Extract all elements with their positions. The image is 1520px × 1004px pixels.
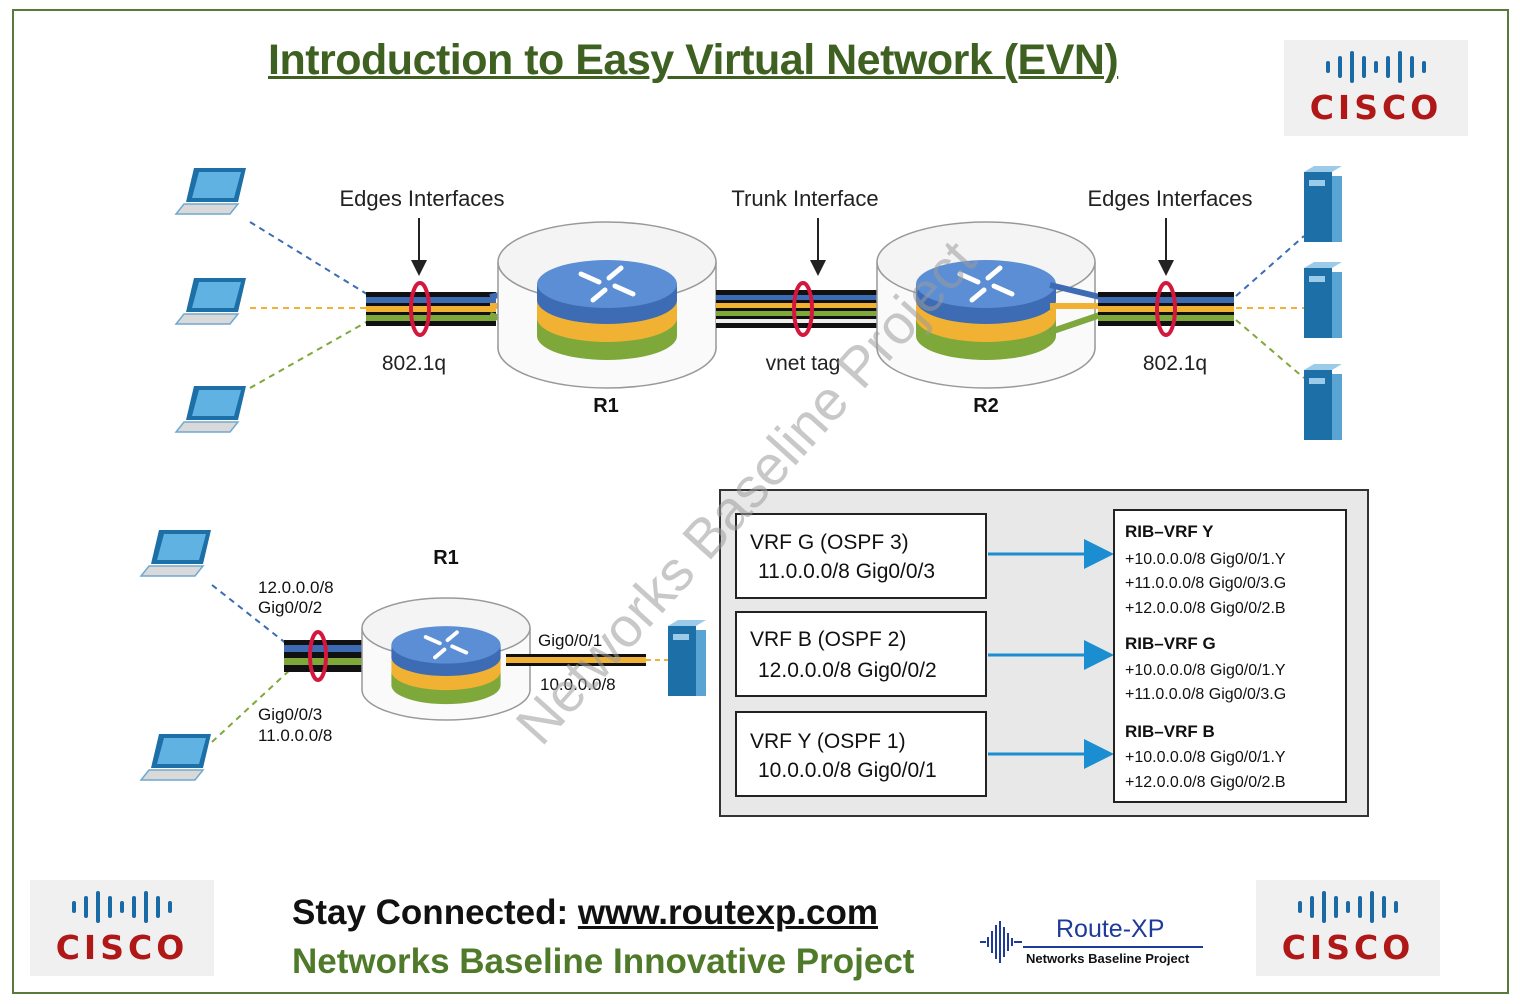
cisco-bars-icon [1326, 50, 1426, 84]
stay-label: Stay Connected: [292, 893, 578, 932]
lower-if-label: Gig0/0/3 [258, 705, 322, 724]
cisco-logo-text: CISCO [1309, 87, 1443, 127]
vrf-route: 11.0.0.0/8 Gig0/0/3 [758, 560, 935, 583]
bottom-router-label: R1 [433, 547, 459, 569]
rib-route: +10.0.0.0/8 Gig0/0/1.Y [1125, 551, 1286, 568]
router-r1-cylinder [497, 221, 717, 389]
link-blue [211, 584, 293, 649]
router-r1-cylinder [361, 597, 531, 721]
interface-ring [792, 281, 814, 337]
right-if-label: Gig0/0/1 [538, 631, 602, 650]
interface-ring [409, 281, 431, 337]
router-r1-label: R1 [593, 395, 619, 417]
rib-route: +12.0.0.0/8 Gig0/0/2.B [1125, 600, 1286, 617]
project-tagline: Networks Baseline Innovative Project [292, 942, 915, 981]
upper-if-label: Gig0/0/2 [258, 598, 322, 617]
waveform-icon [980, 921, 1022, 963]
bottom-topology: R1 12.0.0.0/8 Gig0/0/2 Gig0/0/3 11.0.0.0… [140, 529, 706, 781]
top-topology: Edges Interfaces Trunk Interface Edges I… [175, 166, 1342, 440]
cisco-bars-icon [72, 890, 172, 924]
cisco-logo-text: CISCO [1281, 927, 1415, 967]
cisco-logo-bottom-left: CISCO [30, 880, 214, 976]
vrf-title: VRF G (OSPF 3) [750, 531, 909, 554]
routexp-name: Route-XP [1056, 915, 1165, 943]
rib-route: +10.0.0.0/8 Gig0/0/1.Y [1125, 662, 1286, 679]
vrf-title: VRF Y (OSPF 1) [750, 730, 906, 753]
routexp-divider [1023, 946, 1203, 948]
trunk-encap-label: vnet tag [766, 352, 841, 375]
link-green [211, 667, 293, 743]
server-icon [1304, 166, 1342, 242]
edge-left-label: Edges Interfaces [339, 186, 504, 211]
router-r2-label: R2 [973, 395, 999, 417]
link-blue [1235, 235, 1305, 297]
vrf-box [735, 611, 987, 697]
interface-ring [1155, 281, 1177, 337]
rib-route: +12.0.0.0/8 Gig0/0/2.B [1125, 774, 1286, 791]
laptop-icon [140, 733, 212, 781]
rib-route: +10.0.0.0/8 Gig0/0/1.Y [1125, 749, 1286, 766]
link-green [1235, 319, 1305, 379]
laptop-icon [140, 529, 212, 577]
server-icon [1304, 262, 1342, 338]
interface-ring [308, 630, 328, 682]
link-green [249, 319, 371, 389]
cisco-logo-text: CISCO [55, 927, 189, 967]
trunk-bundle [716, 281, 878, 337]
vrf-box [735, 711, 987, 797]
stay-connected: Stay Connected: www.routexp.com [292, 893, 878, 933]
server-icon [1304, 364, 1342, 440]
cisco-logo-bottom-right: CISCO [1256, 880, 1440, 976]
cisco-logo-top-right: CISCO [1284, 40, 1468, 136]
left-encap-label: 802.1q [382, 352, 446, 375]
server-icon [668, 620, 706, 696]
right-encap-label: 802.1q [1143, 352, 1207, 375]
router-icon [389, 624, 503, 707]
edge-right-label: Edges Interfaces [1087, 186, 1252, 211]
laptop-icon [175, 277, 247, 325]
right-edge-bundle [1049, 281, 1234, 337]
routexp-logo: Route-XP Networks Baseline Project [978, 913, 1208, 971]
rib-title: RIB–VRF B [1125, 722, 1215, 741]
router-icon [537, 260, 677, 360]
upper-net-label: 12.0.0.0/8 [258, 578, 334, 597]
rib-route: +11.0.0.0/8 Gig0/0/3.G [1125, 686, 1286, 703]
page-title: Introduction to Easy Virtual Network (EV… [268, 36, 1119, 84]
vrf-rib-panel: VRF G (OSPF 3) 11.0.0.0/8 Gig0/0/3 VRF B… [719, 489, 1369, 817]
laptop-icon [175, 167, 247, 215]
rib-title: RIB–VRF Y [1125, 522, 1214, 541]
rib-title: RIB–VRF G [1125, 634, 1216, 653]
cisco-bars-icon [1298, 890, 1398, 924]
laptop-icon [175, 385, 247, 433]
routexp-tagline: Networks Baseline Project [1026, 951, 1190, 966]
vrf-box [735, 513, 987, 599]
lower-net-label: 11.0.0.0/8 [258, 726, 332, 745]
website-link[interactable]: www.routexp.com [577, 893, 879, 932]
vrf-title: VRF B (OSPF 2) [750, 628, 906, 651]
rib-table [1113, 509, 1347, 803]
rib-route: +11.0.0.0/8 Gig0/0/3.G [1125, 575, 1286, 592]
vrf-route: 12.0.0.0/8 Gig0/0/2 [758, 659, 937, 682]
right-net-label: 10.0.0.0/8 [540, 675, 616, 694]
router-r2-cylinder [876, 221, 1096, 389]
link-blue [249, 221, 371, 297]
vrf-route: 10.0.0.0/8 Gig0/0/1 [758, 759, 937, 782]
trunk-label: Trunk Interface [731, 186, 878, 211]
